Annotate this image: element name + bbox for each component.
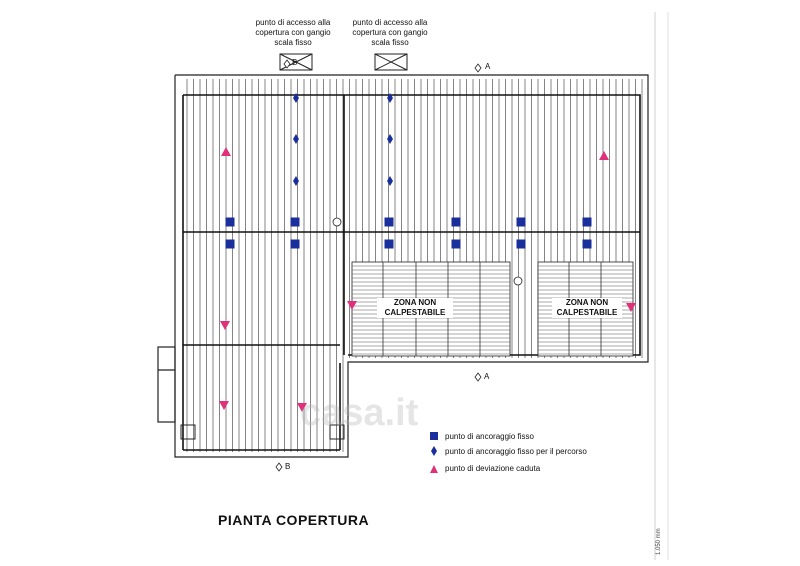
fall-deviation-points (219, 147, 636, 412)
anchor-square (582, 239, 592, 249)
access-label-right: punto di accesso alla copertura con gang… (352, 18, 428, 47)
anchor-square (516, 217, 526, 227)
anchor-square (582, 217, 592, 227)
legend-anchor-label: punto di ancoraggio fisso (445, 432, 534, 441)
anchor-square (451, 217, 461, 227)
anchor-square (290, 217, 300, 227)
watermark: casa.it (300, 392, 419, 434)
deviation-triangle (347, 301, 357, 310)
section-b-bottom-label: B (285, 462, 291, 471)
access-label-left: punto di accesso alla copertura con gang… (255, 18, 331, 47)
anchor-square (451, 239, 461, 249)
deviation-triangle (220, 321, 230, 330)
route-diamond (387, 93, 393, 103)
deviation-triangle (626, 303, 636, 312)
building-outline (157, 74, 649, 458)
section-a-top-label: A (485, 62, 491, 71)
roof-hatches (180, 53, 408, 440)
left-annex (157, 346, 176, 423)
legend-route-label: punto di ancoraggio fisso per il percors… (445, 447, 587, 456)
section-a-bottom-label: A (484, 372, 490, 381)
section-markers (275, 59, 482, 472)
deviation-triangle (599, 151, 609, 160)
zone-label-right: ZONA NON CALPESTABILE (552, 298, 622, 318)
route-anchor-points (293, 93, 393, 186)
fixed-anchor-points (225, 217, 592, 249)
route-diamond (293, 93, 299, 103)
route-diamond (293, 176, 299, 186)
drain-points (332, 217, 523, 286)
route-diamond (387, 176, 393, 186)
zone-label-left: ZONA NON CALPESTABILE (377, 298, 453, 318)
anchor-square (516, 239, 526, 249)
deviation-triangle (219, 401, 229, 410)
ruler-label: 1.050 mm (656, 528, 662, 555)
section-b-top-label: B (292, 58, 298, 67)
legend-square-icon (430, 432, 438, 440)
deviation-triangle (297, 403, 307, 412)
anchor-square (384, 217, 394, 227)
route-diamond (387, 134, 393, 144)
legend-symbols (430, 432, 438, 473)
anchor-square (225, 239, 235, 249)
legend-triangle-icon (430, 465, 438, 473)
legend-deviation-label: punto di deviazione caduta (445, 464, 541, 473)
anchor-square (384, 239, 394, 249)
anchor-square (290, 239, 300, 249)
route-diamond (293, 134, 299, 144)
deviation-triangle (221, 147, 231, 156)
anchor-square (225, 217, 235, 227)
page-title: PIANTA COPERTURA (218, 512, 370, 528)
legend-diamond-icon (431, 446, 437, 456)
